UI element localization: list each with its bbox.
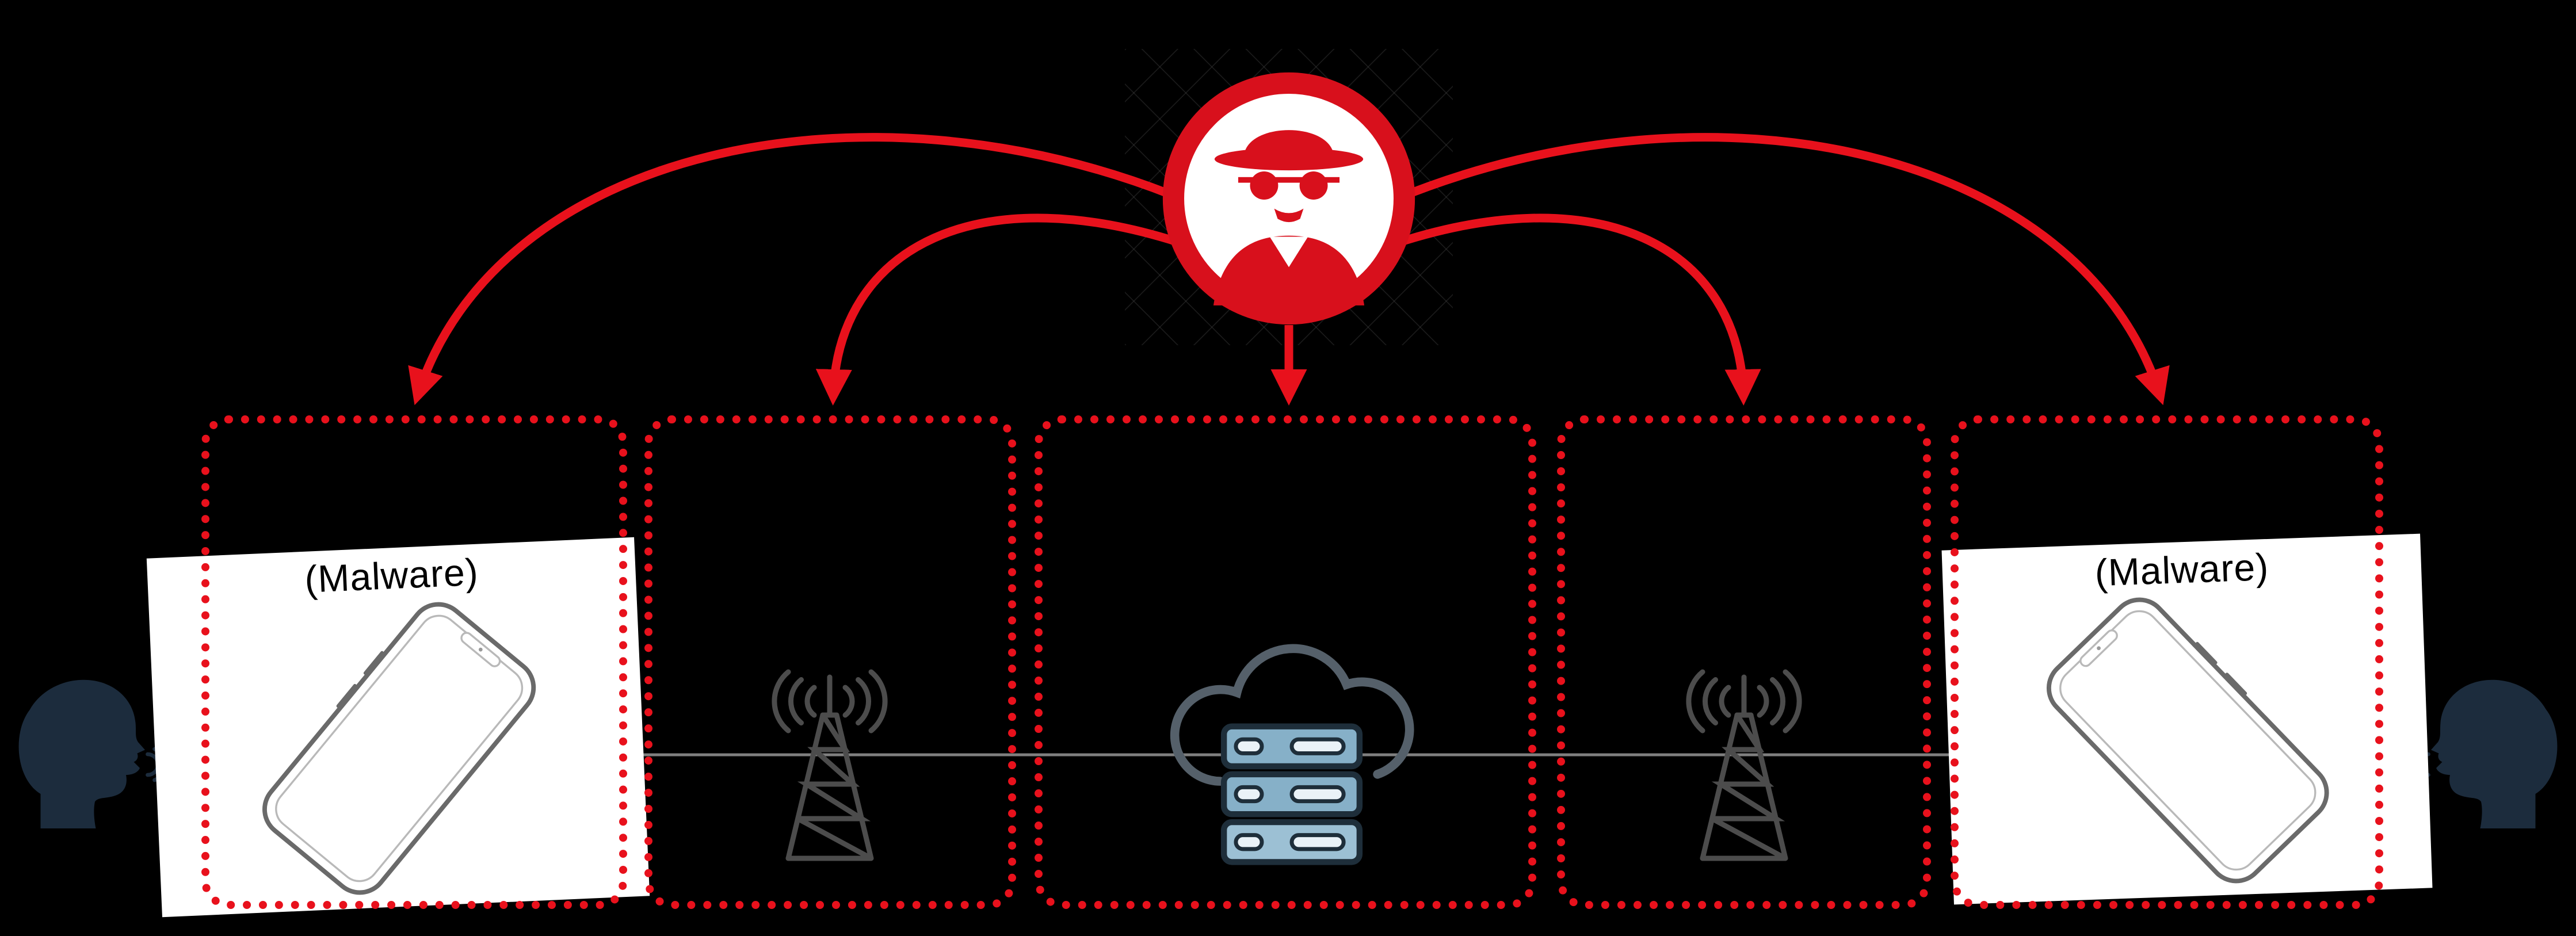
smartphone-icon <box>2024 575 2352 904</box>
attack-box-phone-left <box>201 415 627 909</box>
attack-box-tower-right <box>1557 415 1931 909</box>
smartphone-icon <box>241 579 558 917</box>
attack-arrow-icon <box>1395 133 2170 406</box>
attack-box-phone-right <box>1951 415 2383 909</box>
phone-card-left: (Malware) <box>146 537 650 918</box>
attack-arrow-icon <box>408 133 1182 406</box>
attacker-node <box>1159 69 1418 328</box>
cell-tower-icon <box>743 647 916 866</box>
phone-card-right: (Malware) <box>1941 533 2433 905</box>
cell-tower-icon <box>1658 647 1830 866</box>
spy-icon <box>1162 72 1415 325</box>
cloud-server-icon <box>1142 595 1441 877</box>
attack-box-tower-left <box>644 415 1016 909</box>
attack-box-core-network <box>1035 415 1536 909</box>
